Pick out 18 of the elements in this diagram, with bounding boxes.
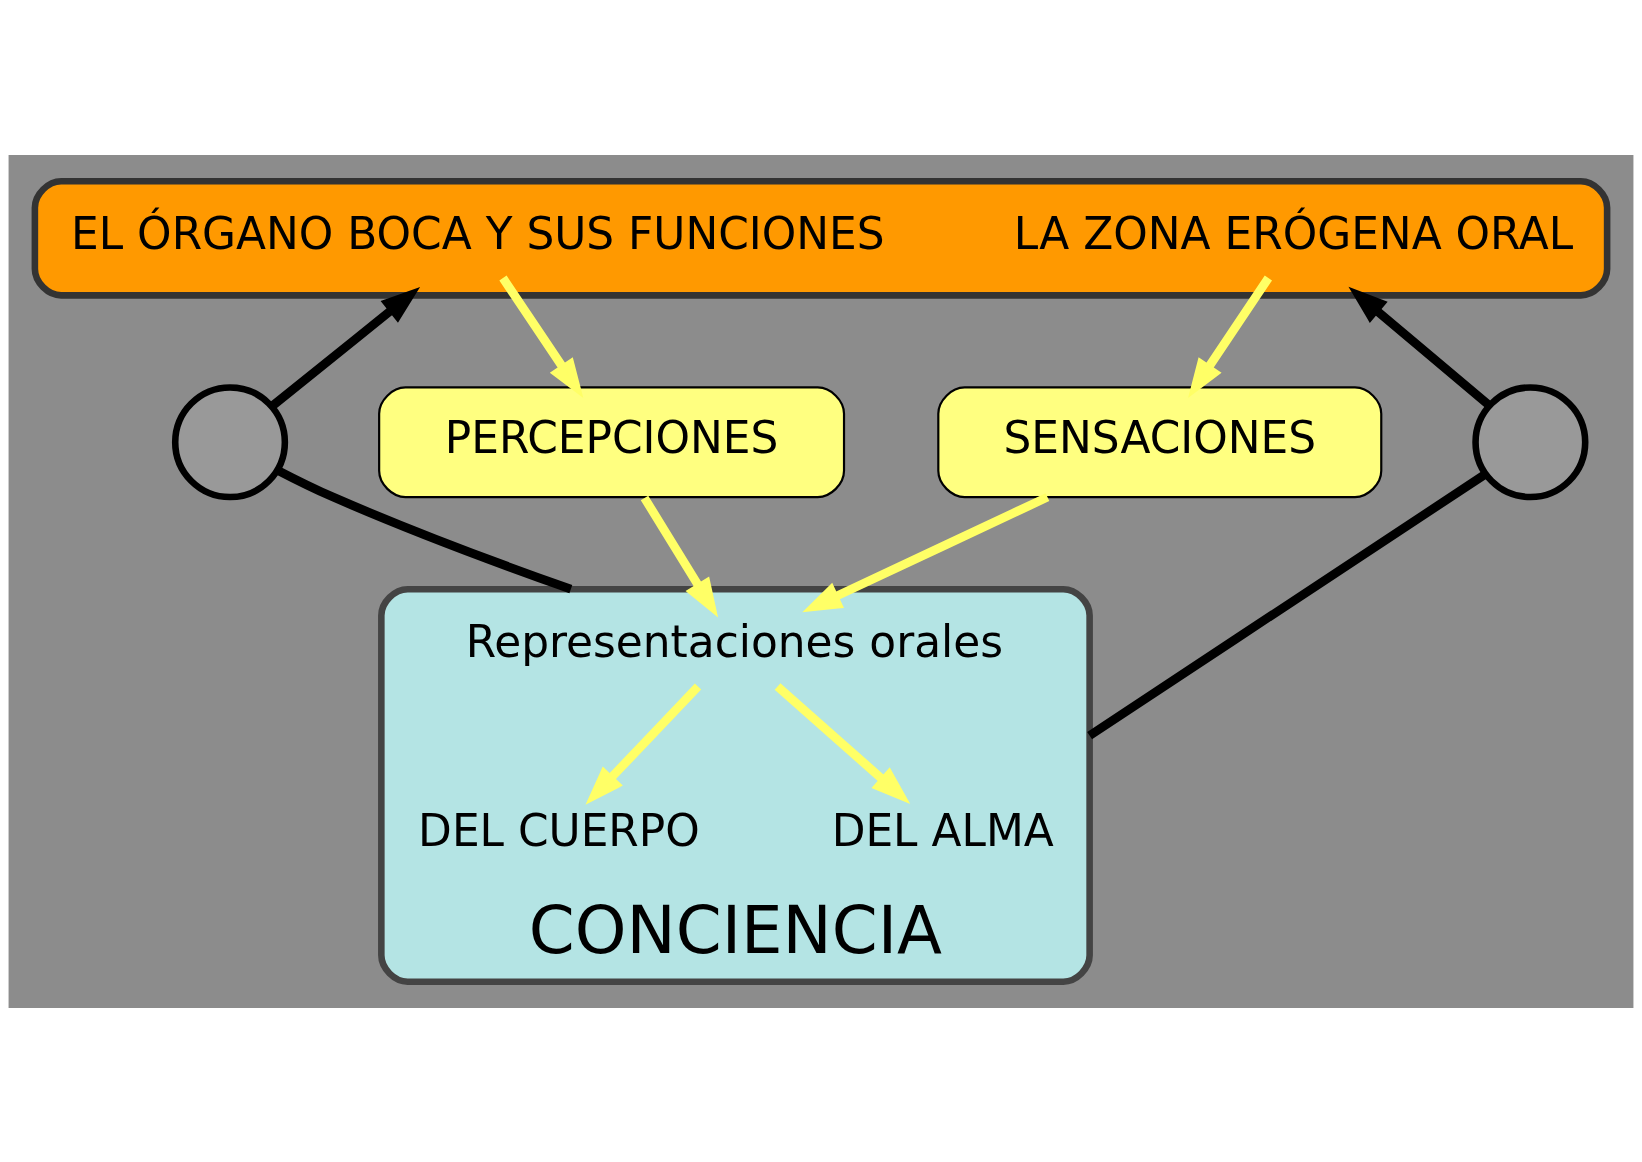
arrow <box>640 495 719 617</box>
arrow <box>585 683 702 805</box>
connector <box>275 465 573 593</box>
node-text: Representaciones orales <box>465 615 1004 667</box>
node-text: DEL CUERPO <box>418 804 700 856</box>
node-text: EL ÓRGANO BOCA Y SUS FUNCIONES <box>71 207 885 259</box>
node-text: DEL ALMA <box>831 804 1054 856</box>
node-circle <box>1472 383 1589 500</box>
arrow <box>802 492 1050 612</box>
connector <box>1087 470 1488 739</box>
arrow <box>1348 286 1492 409</box>
node-box: SENSACIONES <box>937 385 1383 498</box>
cluster <box>31 177 1611 299</box>
node-box: PERCEPCIONES <box>378 385 846 498</box>
node-circle <box>171 383 289 500</box>
arrow <box>269 286 421 409</box>
arrow <box>774 682 911 804</box>
node-text: LA ZONA ERÓGENA ORAL <box>1013 207 1574 259</box>
